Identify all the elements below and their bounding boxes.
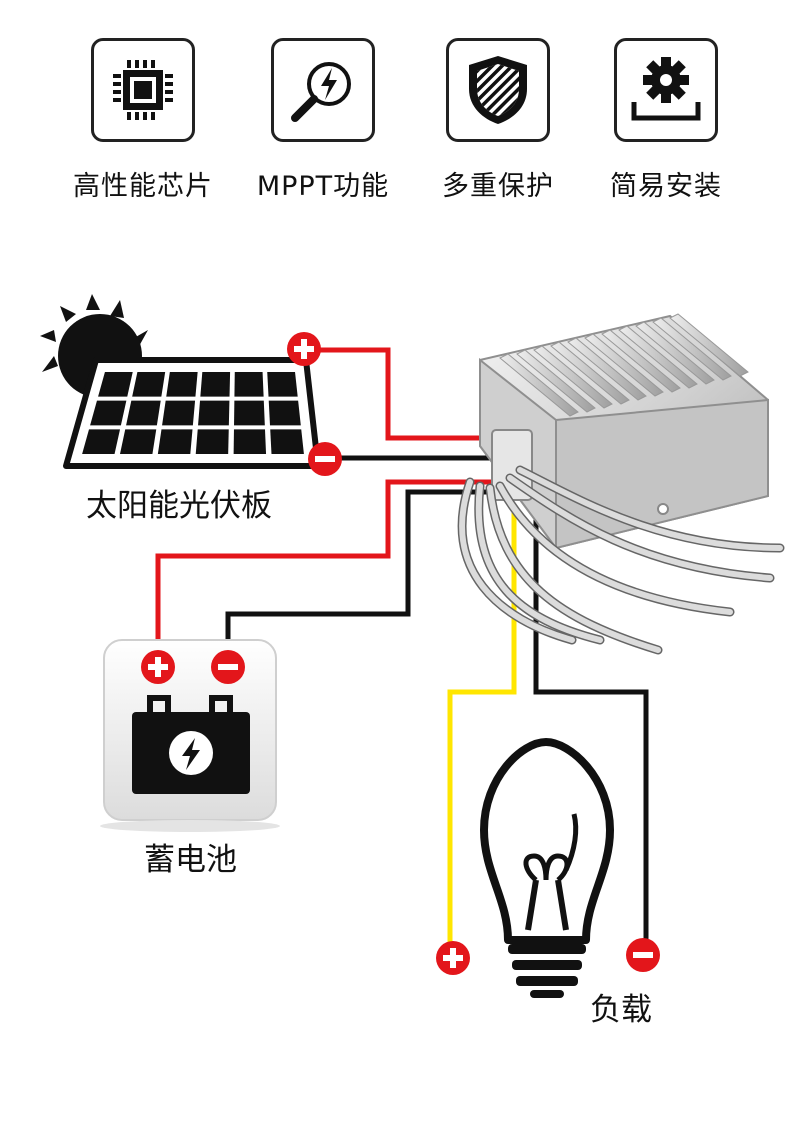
solar-cell [267, 372, 298, 397]
solar-positive-wire [318, 347, 495, 441]
feature-chip: 高性能芯片 [68, 38, 218, 203]
solar-cell [198, 400, 230, 426]
solar-cell [119, 429, 157, 454]
load-negative-wire [533, 508, 649, 940]
battery-negative-wire [225, 489, 498, 640]
solar-cell [132, 372, 166, 397]
solar-cell [98, 372, 133, 397]
chip-icon [113, 60, 173, 120]
battery-label: 蓄电池 [144, 842, 237, 878]
heatsink-fin [567, 337, 647, 401]
heatsink-fin [618, 325, 698, 389]
solar-cell [195, 429, 229, 454]
feature-chip-box [91, 38, 195, 142]
heatsink-fin [516, 349, 596, 413]
solar-cell [157, 429, 193, 454]
feature-mppt: MPPT功能 [248, 38, 398, 203]
feature-install: 简易安装 [591, 38, 741, 203]
light-bulb-icon [480, 738, 614, 998]
solar-cell [162, 400, 196, 426]
feature-install-box [614, 38, 718, 142]
battery-positive-wire [155, 479, 498, 640]
battery-icon [100, 639, 280, 832]
controller-module [479, 313, 769, 552]
heatsink-fin [533, 345, 613, 409]
feature-protection: 多重保护 [423, 38, 573, 203]
solar-cell [234, 400, 265, 426]
feature-protection-box [446, 38, 550, 142]
solar-cell [82, 429, 121, 454]
heatsink-fin [669, 313, 749, 377]
solar-cell [200, 372, 231, 397]
load-negative-badge [626, 938, 660, 972]
solar-cell [233, 429, 267, 454]
solar-panel-icon [63, 357, 321, 469]
load-positive-badge [436, 941, 470, 975]
battery-negative-badge [211, 650, 245, 684]
heatsink-fin [584, 333, 664, 397]
load-label: 负载 [590, 992, 652, 1028]
solar-cell [270, 429, 304, 454]
feature-label: 多重保护 [442, 171, 554, 202]
solar-panel-label: 太阳能光伏板 [86, 488, 272, 524]
feature-label: MPPT功能 [256, 171, 390, 202]
solar-cell [268, 400, 301, 426]
heatsink-fin [601, 329, 681, 393]
battery-positive-badge [141, 650, 175, 684]
heatsink-fin [652, 317, 732, 381]
heatsink-fin [499, 353, 579, 417]
shield-icon [469, 56, 527, 124]
solar-negative-badge [308, 442, 342, 476]
solar-cell [234, 372, 264, 397]
solar-cell [90, 400, 127, 426]
feature-label: 高性能芯片 [73, 171, 213, 202]
solar-cell [126, 400, 161, 426]
solar-positive-badge [287, 332, 321, 366]
heatsink-fin [635, 321, 715, 385]
gear-install-icon [631, 57, 701, 121]
lightning-magnifier-icon [291, 62, 351, 122]
heatsink-fin [550, 341, 630, 405]
output-leads [457, 465, 785, 655]
solar-cell [166, 372, 198, 397]
feature-mppt-box [271, 38, 375, 142]
feature-label: 简易安装 [610, 171, 722, 202]
